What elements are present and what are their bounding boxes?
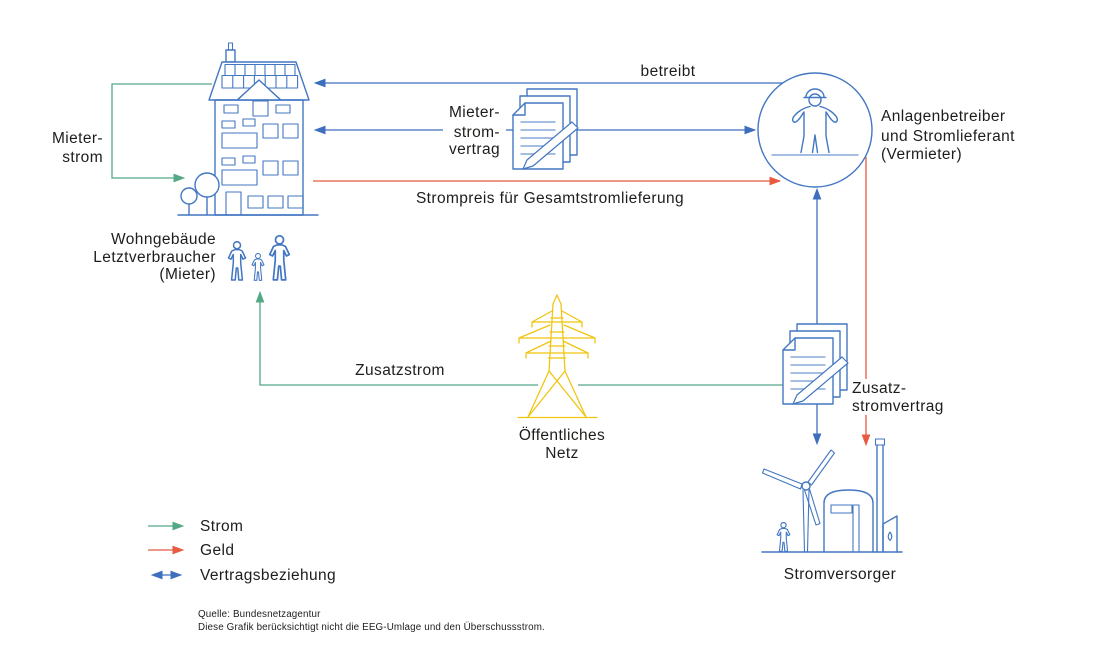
legend-strom-label: Strom	[200, 518, 243, 535]
trees-icon	[180, 172, 220, 216]
building-label-line1: Wohngebäude	[111, 231, 216, 248]
strompreis-label: Strompreis für Gesamtstromlieferung	[416, 190, 684, 207]
legend-vertrag-label: Vertragsbeziehung	[200, 567, 336, 584]
power-pylon-icon	[517, 294, 598, 419]
operator-label-line3: (Vermieter)	[881, 146, 962, 163]
wind-turbine-icon	[761, 449, 836, 553]
legend: Strom Geld Vertragsbeziehung	[148, 518, 336, 584]
note-text: Diese Grafik berücksichtigt nicht die EE…	[198, 622, 545, 633]
source-text: Quelle: Bundesnetzagentur	[198, 609, 321, 620]
zusatzstromvertrag-label-line2: stromvertrag	[852, 398, 944, 415]
mieterstromvertrag-document-icon	[512, 88, 579, 170]
operator-icon	[757, 72, 873, 188]
supplier-label: Stromversorger	[784, 566, 896, 583]
supplier-icon	[761, 438, 903, 553]
grid-label-line2: Netz	[545, 445, 578, 462]
mieterstromvertrag-label-line3: vertrag	[449, 141, 500, 158]
mieterstromvertrag-label-line1: Mieter-	[449, 104, 500, 121]
grid-label-line1: Öffentliches	[519, 426, 605, 444]
family-icon	[227, 235, 291, 281]
legend-geld-label: Geld	[200, 542, 234, 559]
zusatzstromvertrag-label-line1: Zusatz-	[852, 380, 906, 397]
operator-label-line2: und Stromlieferant	[881, 128, 1015, 145]
supplier-person-icon	[776, 522, 791, 552]
betreibt-label: betreibt	[641, 63, 696, 80]
mieterstromvertrag-label-line2: strom-	[454, 124, 500, 141]
building-icon	[177, 42, 319, 216]
power-plant-icon	[823, 438, 898, 553]
zusatzstrom-label: Zusatzstrom	[355, 362, 445, 379]
edge-mieterstrom	[111, 83, 212, 183]
building-label-line3: (Mieter)	[159, 266, 216, 283]
labels-layer: Mieter- strom Wohngebäude Letztverbrauch…	[52, 63, 1015, 583]
edge-zusatzstrom	[260, 293, 783, 386]
mieterstrom-label-line1: Mieter-	[52, 130, 103, 147]
mieterstrom-label-line2: strom	[62, 149, 103, 166]
zusatzstromvertrag-document-icon	[782, 323, 849, 405]
footer: Quelle: Bundesnetzagentur Diese Grafik b…	[198, 609, 545, 633]
operator-label-line1: Anlagenbetreiber	[881, 108, 1005, 125]
building-label-line2: Letztverbraucher	[93, 249, 216, 266]
